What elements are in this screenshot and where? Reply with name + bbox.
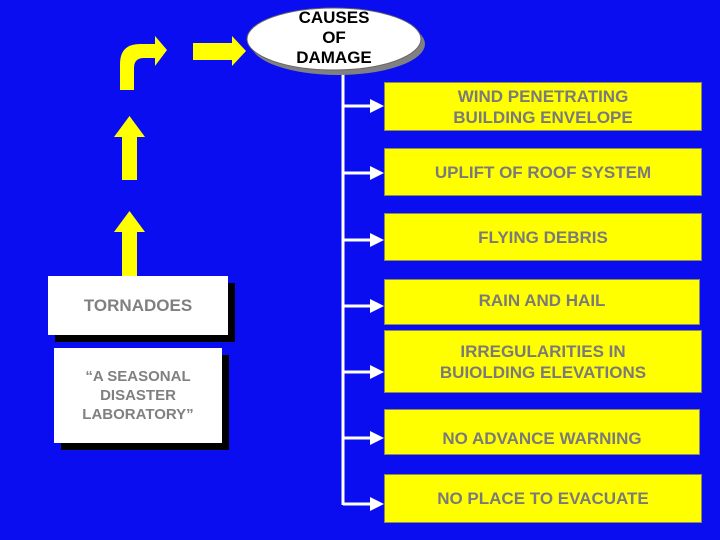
title-line: CAUSES	[298, 8, 370, 27]
tornadoes-label: TORNADOES	[83, 295, 193, 315]
cause-box: RAIN AND HAIL	[384, 279, 700, 325]
cause-label: UPLIFT OF ROOF SYSTEM	[434, 162, 652, 182]
arrowhead-icon	[370, 166, 384, 180]
arrowhead-icon	[370, 99, 384, 113]
seasonal-lab-box: “A SEASONAL DISASTER LABORATORY”	[54, 348, 222, 443]
title-line: DAMAGE	[296, 48, 372, 67]
causes-of-damage-title: CAUSES OF DAMAGE	[254, 8, 414, 68]
cause-box: FLYING DEBRIS	[384, 213, 702, 261]
arrowhead-icon	[370, 299, 384, 313]
title-line: OF	[322, 28, 346, 47]
cause-box: WIND PENETRATING BUILDING ENVELOPE	[384, 82, 702, 131]
bent-arrow	[120, 36, 167, 90]
up-arrow-upper	[114, 116, 145, 180]
tornadoes-box: TORNADOES	[48, 276, 228, 335]
cause-label: NO ADVANCE WARNING	[442, 428, 642, 448]
up-arrow-lower	[114, 211, 145, 277]
cause-label: WIND PENETRATING BUILDING ENVELOPE	[453, 86, 633, 127]
arrowhead-icon	[370, 365, 384, 379]
right-arrow	[193, 36, 246, 66]
cause-box: NO PLACE TO EVACUATE	[384, 474, 702, 523]
cause-label: IRREGULARITIES IN BUIOLDING ELEVATIONS	[439, 341, 647, 382]
cause-label: FLYING DEBRIS	[478, 227, 608, 247]
cause-box: UPLIFT OF ROOF SYSTEM	[384, 148, 702, 196]
cause-box: NO ADVANCE WARNING	[384, 409, 700, 455]
cause-label: NO PLACE TO EVACUATE	[437, 489, 649, 508]
arrowhead-icon	[370, 497, 384, 511]
cause-label: RAIN AND HAIL	[478, 291, 606, 310]
subtitle-label: “A SEASONAL DISASTER LABORATORY”	[82, 368, 194, 423]
cause-box: IRREGULARITIES IN BUIOLDING ELEVATIONS	[384, 330, 702, 393]
arrowhead-icon	[370, 233, 384, 247]
arrowhead-icon	[370, 431, 384, 445]
